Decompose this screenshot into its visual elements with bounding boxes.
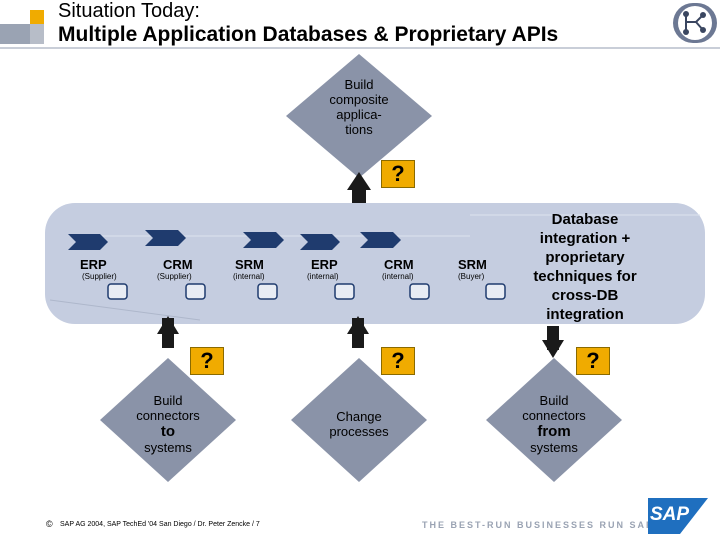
database-icon: [334, 283, 355, 300]
connectors-to-diamond: [100, 358, 236, 482]
system-name-1: ERP: [80, 257, 107, 272]
arrow-up-mid: [347, 316, 369, 334]
system-name-2: CRM: [163, 257, 193, 272]
change-processes-label: Change processes: [329, 409, 389, 439]
arrow-up-top: [347, 172, 371, 190]
change-processes-diamond: [291, 358, 427, 482]
copyright-icon: ©: [46, 519, 53, 529]
systems-band: [45, 203, 705, 324]
question-box-right: ?: [576, 347, 610, 375]
database-icon: [107, 283, 128, 300]
connectors-from-diamond: [486, 358, 622, 482]
composite-apps-label: Build composite applica- tions: [329, 77, 389, 137]
database-icon: [257, 283, 278, 300]
database-icon: [409, 283, 430, 300]
header-accent-bar-light: [30, 24, 44, 44]
arrow-up-left: [157, 316, 179, 334]
process-arrow-icon: [300, 234, 340, 250]
sap-logo-text: SAP: [650, 504, 690, 525]
page-title-line2: Multiple Application Databases & Proprie…: [58, 23, 559, 46]
system-owner-6: (Buyer): [458, 272, 485, 281]
process-arrow-icon: [360, 232, 401, 248]
process-arrow-icon: [145, 230, 186, 246]
database-icon: [485, 283, 506, 300]
page-title-line1: Situation Today:: [58, 0, 200, 22]
system-name-4: ERP: [311, 257, 338, 272]
arrow-down-right: [542, 340, 564, 358]
system-name-5: CRM: [384, 257, 414, 272]
process-arrow-icon: [243, 232, 284, 248]
question-box-top: ?: [381, 160, 415, 188]
system-name-6: SRM: [458, 257, 487, 272]
process-arrow-icon: [68, 234, 108, 250]
system-owner-2: (Supplier): [157, 272, 192, 281]
database-icon: [185, 283, 206, 300]
header-accent-square: [30, 10, 44, 24]
footer-copyright: SAP AG 2004, SAP TechEd '04 San Diego / …: [60, 521, 260, 528]
composite-apps-diamond: [286, 54, 432, 178]
system-name-3: SRM: [235, 257, 264, 272]
system-owner-3: (internal): [233, 272, 265, 281]
database-integration-text: Database integration + proprietary techn…: [533, 211, 637, 323]
question-box-mid: ?: [381, 347, 415, 375]
connectors-to-label: Build connectors to systems: [136, 393, 200, 455]
connectors-from-label: Build connectors from systems: [522, 393, 586, 455]
sap-logo: SAP: [648, 498, 708, 534]
header-divider: [0, 47, 720, 49]
network-hub-icon: [673, 3, 717, 43]
system-owner-1: (Supplier): [82, 272, 117, 281]
header-accent-bar: [0, 24, 30, 44]
system-owner-5: (internal): [382, 272, 414, 281]
question-box-left: ?: [190, 347, 224, 375]
footer-tagline: THE BEST-RUN BUSINESSES RUN SAP: [422, 520, 655, 530]
system-owner-4: (internal): [307, 272, 339, 281]
